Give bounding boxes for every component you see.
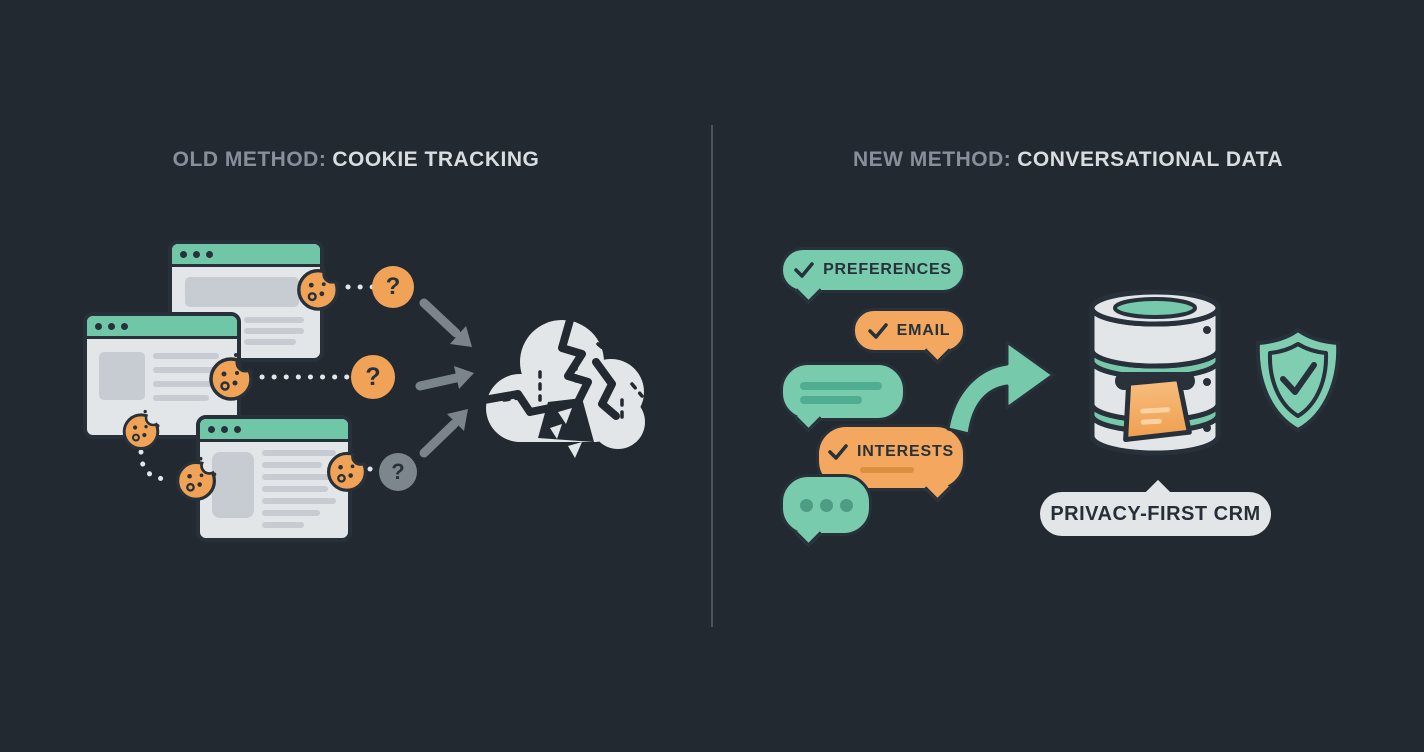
question-badge: ? (372, 266, 414, 308)
cookie-icon (120, 409, 162, 451)
text-line-placeholder (262, 522, 304, 528)
database-top-disc (1113, 297, 1197, 319)
text-line-placeholder (153, 367, 219, 373)
left-title-main: COOKIE TRACKING (332, 148, 540, 171)
window-dot-icon (95, 322, 102, 330)
broken-cloud-icon (480, 316, 645, 458)
database-indicator-dots (1203, 326, 1211, 432)
question-mark: ? (365, 362, 381, 391)
bubble-label: INTERESTS (857, 442, 954, 460)
browser-window-2 (83, 312, 241, 439)
center-divider (711, 125, 713, 627)
window-dot-icon (193, 250, 200, 258)
browser-body (87, 339, 237, 435)
browser-header (172, 244, 320, 267)
text-line-placeholder (244, 328, 304, 334)
text-line-placeholder (800, 382, 882, 390)
text-line-placeholder (800, 396, 862, 404)
question-mark: ? (391, 459, 405, 484)
typing-dot-icon (799, 498, 813, 512)
left-title-prefix: OLD METHOD: (172, 148, 327, 171)
right-title-prefix: NEW METHOD: (852, 148, 1012, 171)
cookie-icon (173, 456, 219, 502)
browser-window-3 (196, 415, 352, 542)
arrow-icon (415, 298, 474, 458)
check-icon (828, 443, 848, 460)
cookie-icon (324, 447, 370, 493)
data-card-icon (1123, 376, 1192, 443)
right-panel-title: NEW METHOD:CONVERSATIONAL DATA (712, 148, 1424, 172)
bubble-text-lines (783, 365, 903, 418)
database-icon (1089, 289, 1221, 456)
window-dot-icon (180, 250, 187, 258)
text-line-placeholder (262, 450, 336, 456)
interests-content: INTERESTS (828, 443, 954, 473)
window-dot-icon (234, 425, 241, 433)
chat-bubble-typing (780, 474, 872, 536)
text-line-placeholder (244, 317, 304, 323)
text-line-placeholder (860, 466, 914, 473)
left-panel-title: OLD METHOD:COOKIE TRACKING (0, 148, 712, 172)
image-placeholder (212, 452, 254, 518)
question-badge-unknown: ? (379, 453, 417, 491)
chat-bubble-message (780, 362, 906, 421)
check-icon (794, 262, 814, 278)
right-title-main: CONVERSATIONAL DATA (1017, 148, 1284, 171)
content-placeholder (185, 277, 299, 307)
question-badge: ? (351, 355, 395, 399)
text-line-placeholder (244, 339, 296, 345)
cookie-icon (294, 264, 342, 312)
conversion-arrow-icon (946, 340, 1055, 436)
browser-body (200, 442, 348, 538)
text-line-placeholder (153, 381, 219, 387)
text-line-placeholder (153, 395, 209, 401)
window-dot-icon (206, 250, 213, 258)
text-line-placeholder (262, 486, 328, 492)
chat-bubble-email: EMAIL (852, 308, 966, 353)
cookie-icon (206, 352, 256, 402)
typing-dot-icon (819, 498, 833, 512)
window-dot-icon (108, 322, 115, 330)
window-dot-icon (221, 425, 228, 433)
crm-label: PRIVACY-FIRST CRM (1050, 502, 1261, 525)
window-dot-icon (208, 425, 215, 433)
shield-check-icon (1255, 328, 1341, 432)
chat-bubble-preferences: PREFERENCES (780, 247, 966, 293)
text-line-placeholder (262, 510, 320, 516)
question-mark: ? (385, 273, 401, 300)
bubble-label: EMAIL (896, 321, 951, 339)
window-dot-icon (121, 322, 128, 330)
bubble-label: PREFERENCES (823, 261, 952, 278)
text-line-placeholder (262, 498, 336, 504)
text-line-placeholder (153, 353, 219, 359)
text-line-placeholder (262, 474, 336, 480)
text-line-placeholder (262, 462, 322, 468)
browser-header (200, 419, 348, 442)
browser-body (172, 267, 320, 358)
crm-label-pill: PRIVACY-FIRST CRM (1040, 479, 1271, 536)
check-icon (867, 322, 888, 339)
browser-header (87, 316, 237, 339)
image-placeholder (99, 352, 145, 400)
typing-dot-icon (839, 498, 853, 512)
